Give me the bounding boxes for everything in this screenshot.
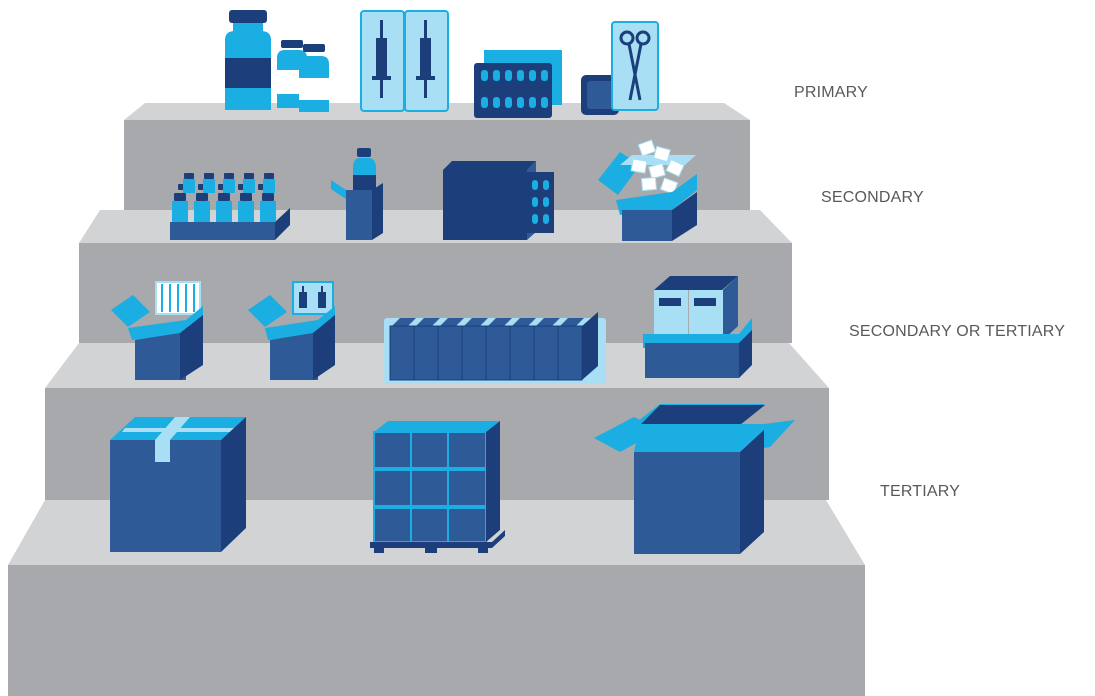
- secondary-items: [170, 139, 697, 241]
- open-box-icon: [594, 404, 795, 554]
- tube-carton-icon: [111, 281, 203, 380]
- level-label-tertiary: TERTIARY: [880, 483, 961, 500]
- shrink-wrap-pack-icon: [384, 312, 606, 384]
- level-label-primary: PRIMARY: [794, 84, 869, 101]
- staircase: [8, 103, 865, 696]
- vial-small-icon: [277, 40, 329, 112]
- secondary-or-tertiary-items: [111, 276, 752, 384]
- scissors-pack-icon: [611, 21, 659, 111]
- bottle-box-icon: [331, 148, 383, 240]
- sachet-box-icon: [598, 139, 697, 241]
- step-tertiary-front: [8, 565, 865, 696]
- vial-tray-icon: [170, 173, 290, 240]
- syringe-pack-icon: [360, 10, 449, 112]
- level-label-secondary-or-tertiary: SECONDARY OR TERTIARY: [849, 323, 1066, 340]
- primary-items: [225, 10, 659, 118]
- taped-box-icon: [110, 417, 246, 552]
- vial-icon: [225, 10, 271, 110]
- pouch-icon: [581, 75, 619, 115]
- blister-box-icon: [443, 161, 554, 240]
- box-tray-icon: [643, 276, 752, 378]
- blister-pack-icon: [474, 50, 562, 118]
- level-label-secondary: SECONDARY: [821, 189, 924, 206]
- syringe-carton-icon: [248, 281, 335, 380]
- tertiary-items: [110, 404, 795, 554]
- pallet-icon: [370, 421, 505, 553]
